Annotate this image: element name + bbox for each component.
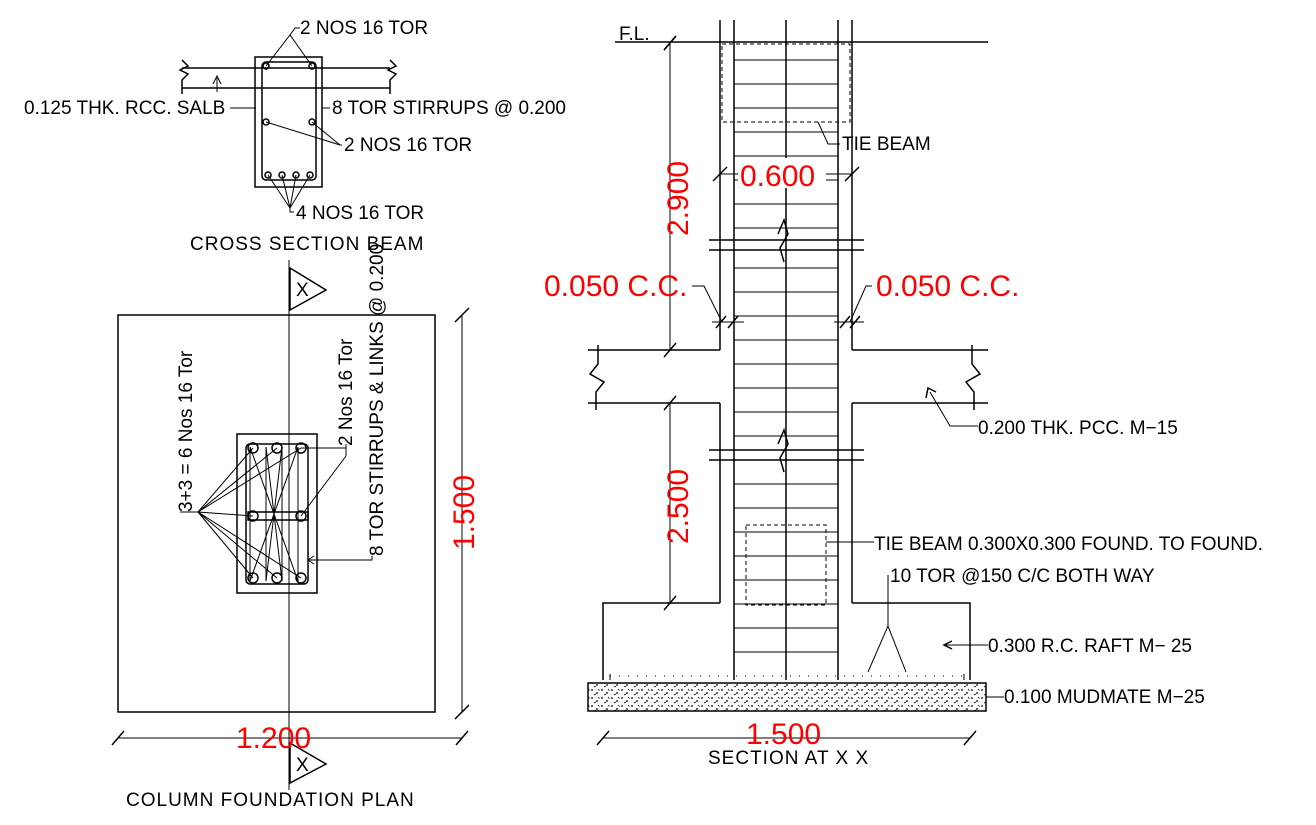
beam-bottom-bars-label: 4 NOS 16 TOR: [296, 203, 424, 224]
beam-stirrups-label: 8 TOR STIRRUPS @ 0.200: [332, 98, 566, 119]
plan-bars-total-label: 3+3 = 6 Nos 16 Tor: [176, 350, 197, 512]
section-mark-bottom: X: [296, 755, 309, 776]
plan-length-dim: 1.500: [448, 475, 481, 550]
upper-height-dim: 2.900: [662, 161, 695, 236]
fl-label: F.L.: [619, 24, 650, 45]
plan-title: COLUMN FOUNDATION PLAN: [126, 790, 415, 811]
column-width-dim: 0.600: [740, 160, 815, 193]
beam-cross-section: 2 NOS 16 TOR 0.125 THK. RCC. SALB 8 TOR …: [24, 18, 566, 255]
plan-bars-extra-label: 2 Nos 16 Tor: [336, 338, 357, 446]
raft-bars-label: 10 TOR @150 C/C BOTH WAY: [890, 566, 1155, 587]
beam-top-bars-label: 2 NOS 16 TOR: [300, 18, 428, 39]
tie-beam-found-label: TIE BEAM 0.300X0.300 FOUND. TO FOUND.: [874, 534, 1263, 555]
section-mark-top: X: [296, 280, 309, 301]
cover-right-label: 0.050 C.C.: [876, 270, 1019, 303]
pcc-label: 0.200 THK. PCC. M−15: [978, 418, 1178, 439]
cover-left-label: 0.050 C.C.: [544, 270, 687, 303]
raft-label: 0.300 R.C. RAFT M− 25: [988, 636, 1192, 657]
beam-section-title: CROSS SECTION BEAM: [190, 234, 424, 255]
beam-side-bars-label: 2 NOS 16 TOR: [344, 135, 472, 156]
plan-links-label: 8 TOR STIRRUPS & LINKS @ 0.200: [367, 244, 388, 556]
plan-width-dim: 1.200: [236, 722, 311, 755]
section-x-x: F.L. TIE BEAM 0.600 2.900 0.050 C.C. 0.0…: [544, 20, 1263, 769]
column-foundation-plan: X X 3+3 = 6 Nos 16 Tor 2 Nos 16 Tor 8 TO…: [111, 244, 481, 811]
mudmat-label: 0.100 MUDMATE M−25: [1004, 687, 1205, 708]
section-title: SECTION AT X X: [708, 748, 869, 769]
lower-height-dim: 2.500: [662, 469, 695, 544]
beam-slab-label: 0.125 THK. RCC. SALB: [24, 98, 225, 119]
tie-beam-label: TIE BEAM: [842, 134, 931, 155]
section-width-dim: 1.500: [746, 718, 821, 751]
